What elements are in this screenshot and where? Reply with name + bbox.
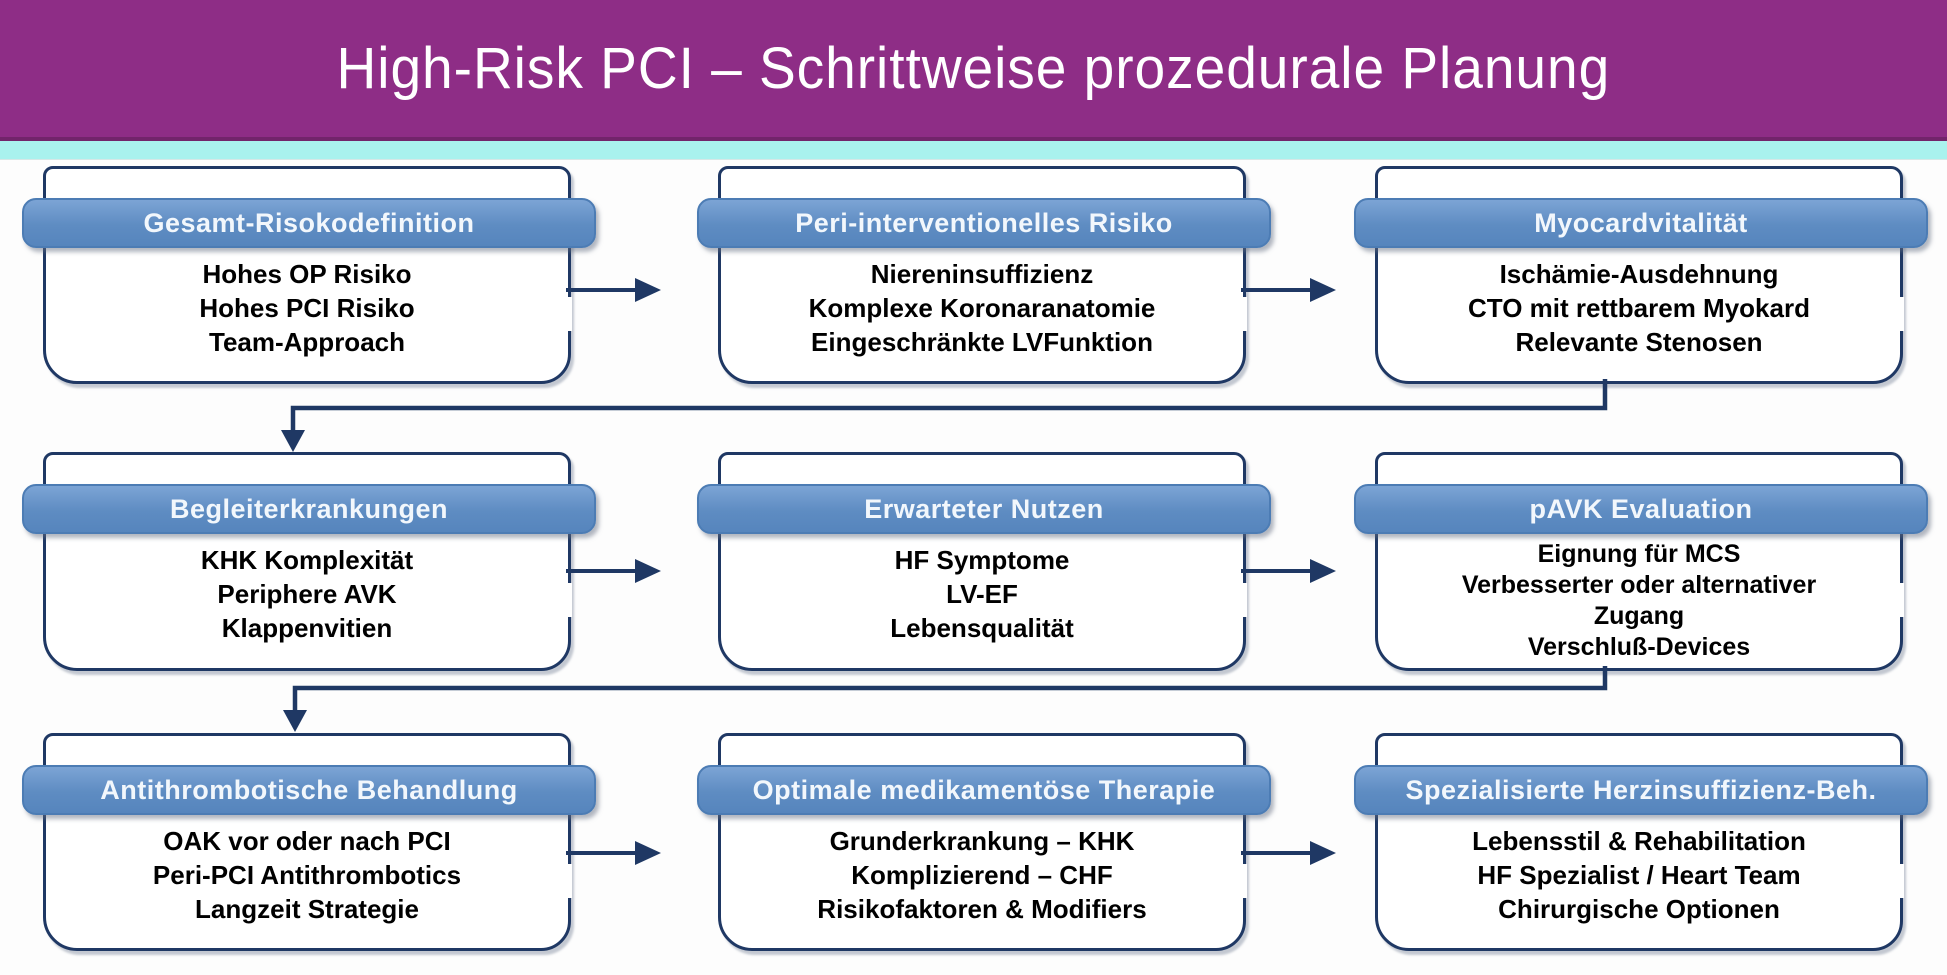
box-header-label: Spezialisierte Herzinsuffizienz-Beh.	[1405, 774, 1877, 805]
flow-box-spezialisierte-herzinsuffizienz: Spezialisierte Herzinsuffizienz-Beh. Leb…	[1354, 733, 1928, 951]
page-title: High-Risk PCI – Schrittweise prozedurale…	[336, 36, 1611, 101]
box-header-label: pAVK Evaluation	[1529, 493, 1753, 524]
box-body-line: Klappenvitien	[221, 613, 393, 643]
box-body: Eignung für MCS Verbesserter oder altern…	[1390, 539, 1888, 663]
box-header-label: Begleiterkrankungen	[169, 493, 449, 524]
arrow-right-icon	[1241, 841, 1336, 865]
box-body: KHK Komplexität Periphere AVK Klappenvit…	[58, 543, 556, 645]
box-body-line: CTO mit rettbarem Myokard	[1468, 293, 1810, 323]
box-header-label: Erwarteter Nutzen	[864, 493, 1104, 524]
flow-box-antithrombotische-behandlung: Antithrombotische Behandlung OAK vor ode…	[22, 733, 596, 951]
box-body-line: Zugang	[1593, 602, 1685, 630]
box-body-line: LV-EF	[946, 579, 1018, 609]
box-header: Gesamt-Risokodefinition	[22, 198, 596, 248]
box-body-line: Team-Approach	[209, 327, 405, 357]
flow-box-peri-interventionelles-risiko: Peri-interventionelles Risiko Niereninsu…	[697, 166, 1271, 384]
box-body-line: Chirurgische Optionen	[1498, 894, 1780, 924]
box-body-line: Grunderkrankung – KHK	[829, 826, 1135, 856]
box-body-line: HF Spezialist / Heart Team	[1477, 860, 1801, 890]
box-header: pAVK Evaluation	[1354, 484, 1928, 534]
box-body-line: Komplexe Koronaranatomie	[808, 293, 1156, 323]
box-body-line: KHK Komplexität	[200, 545, 414, 575]
divider-strip	[0, 141, 1947, 160]
box-body: Grunderkrankung – KHK Komplizierend – CH…	[733, 824, 1231, 926]
box-header-label: Myocardvitalität	[1534, 207, 1748, 238]
elbow-connector-row1-row2	[281, 379, 1608, 452]
box-body-line: Periphere AVK	[217, 579, 397, 609]
elbow-connector-row2-row3	[283, 666, 1608, 732]
box-body-line: Ischämie-Ausdehnung	[1499, 259, 1779, 289]
box-header: Myocardvitalität	[1354, 198, 1928, 248]
box-body-line: Relevante Stenosen	[1515, 327, 1763, 357]
title-banner: High-Risk PCI – Schrittweise prozedurale…	[0, 0, 1947, 141]
box-body-line: Peri-PCI Antithrombotics	[152, 860, 462, 890]
box-body-line: Komplizierend – CHF	[851, 860, 1113, 890]
box-header-label: Peri-interventionelles Risiko	[795, 207, 1173, 238]
arrow-right-icon	[1241, 278, 1336, 302]
box-body-line: HF Symptome	[894, 545, 1070, 575]
box-header-label: Optimale medikamentöse Therapie	[752, 774, 1216, 805]
box-body-line: Niereninsuffizienz	[870, 259, 1094, 289]
flow-box-optimale-medikamentoese-therapie: Optimale medikamentöse Therapie Grunderk…	[697, 733, 1271, 951]
box-body: HF Symptome LV-EF Lebensqualität	[733, 543, 1231, 645]
arrow-right-icon	[566, 841, 661, 865]
box-header-label: Gesamt-Risokodefinition	[143, 207, 475, 238]
flow-box-pavk-evaluation: pAVK Evaluation Eignung für MCS Verbesse…	[1354, 452, 1928, 671]
arrow-right-icon	[566, 559, 661, 583]
box-header: Spezialisierte Herzinsuffizienz-Beh.	[1354, 765, 1928, 815]
arrow-right-icon	[1241, 559, 1336, 583]
box-body-line: OAK vor oder nach PCI	[163, 826, 451, 856]
box-body: Hohes OP Risiko Hohes PCI Risiko Team-Ap…	[58, 257, 556, 359]
box-body: Lebensstil & Rehabilitation HF Spezialis…	[1390, 824, 1888, 926]
arrow-right-icon	[566, 278, 661, 302]
flow-box-myocardvitalitaet: Myocardvitalität Ischämie-Ausdehnung CTO…	[1354, 166, 1928, 384]
box-body-line: Hohes OP Risiko	[202, 259, 412, 289]
box-body: Ischämie-Ausdehnung CTO mit rettbarem My…	[1390, 257, 1888, 359]
box-body-line: Eingeschränkte LVFunktion	[811, 327, 1153, 357]
box-body-line: Langzeit Strategie	[195, 894, 419, 924]
box-header: Peri-interventionelles Risiko	[697, 198, 1271, 248]
box-body-line: Lebensqualität	[890, 613, 1074, 643]
flow-box-begleiterkrankungen: Begleiterkrankungen KHK Komplexität Peri…	[22, 452, 596, 671]
box-body-line: Lebensstil & Rehabilitation	[1472, 826, 1806, 856]
box-body-line: Verbesserter oder alternativer	[1461, 571, 1817, 599]
box-header: Antithrombotische Behandlung	[22, 765, 596, 815]
box-header-label: Antithrombotische Behandlung	[100, 774, 518, 805]
box-header: Erwarteter Nutzen	[697, 484, 1271, 534]
box-header: Begleiterkrankungen	[22, 484, 596, 534]
box-header: Optimale medikamentöse Therapie	[697, 765, 1271, 815]
box-body-line: Risikofaktoren & Modifiers	[817, 894, 1147, 924]
box-body-line: Hohes PCI Risiko	[199, 293, 415, 323]
box-body-line: Verschluß-Devices	[1527, 633, 1751, 661]
flow-box-gesamt-risokodefinition: Gesamt-Risokodefinition Hohes OP Risiko …	[22, 166, 596, 384]
box-body: Niereninsuffizienz Komplexe Koronaranato…	[733, 257, 1231, 359]
box-body-line: Eignung für MCS	[1537, 540, 1741, 568]
box-body: OAK vor oder nach PCI Peri-PCI Antithrom…	[58, 824, 556, 926]
flow-box-erwarteter-nutzen: Erwarteter Nutzen HF Symptome LV-EF Lebe…	[697, 452, 1271, 671]
